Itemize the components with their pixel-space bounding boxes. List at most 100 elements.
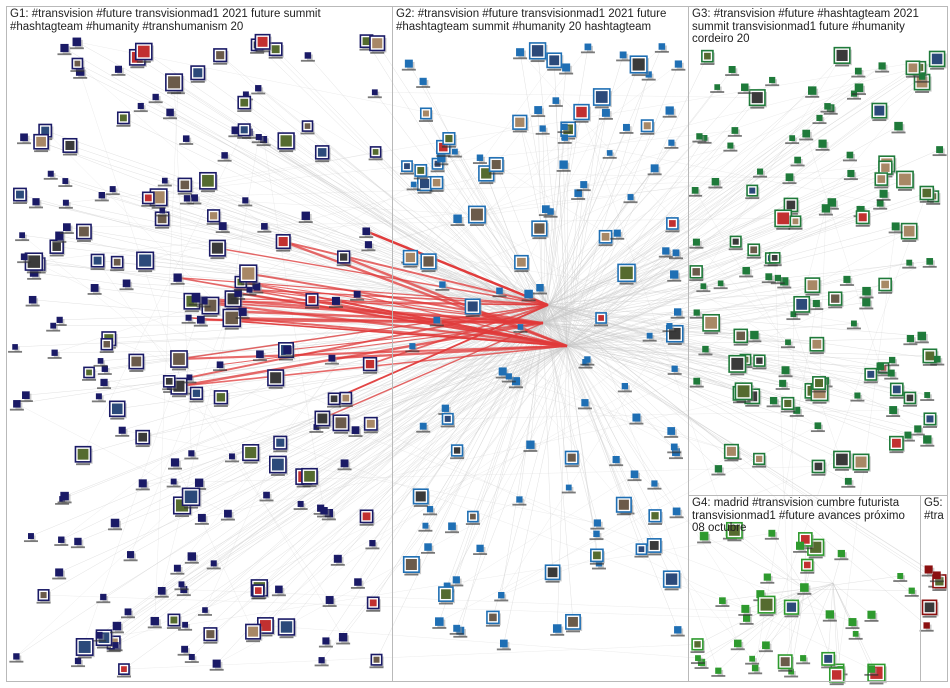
node-avatar [86,369,92,376]
node-avatar [366,419,375,428]
edge-gray [252,312,697,632]
node-g1 [60,491,69,501]
node-label-mark [809,308,824,311]
node-g2 [496,287,503,295]
node-label-mark [157,184,172,187]
edge-red [231,317,544,324]
node-label-mark [550,633,565,636]
node-g3 [741,83,749,91]
node-avatar [405,252,416,263]
node-label-mark [34,150,49,153]
node-label-mark [177,653,192,656]
edge-red [369,304,549,365]
node-label-mark [450,457,465,460]
node-g5 [924,565,933,574]
node-label-mark [897,189,912,191]
node-label-mark [492,295,507,298]
node-avatar [756,455,763,463]
node-g1 [124,608,132,616]
edge-gray [457,218,544,324]
node-label-mark [224,460,239,463]
node-label-mark [932,589,947,591]
edge-gray [547,69,733,306]
edge-red [178,344,568,361]
edge-gray [547,221,796,306]
node-label-mark [829,683,844,686]
node-label-mark [155,214,170,217]
node-avatar [669,220,676,227]
node-g1 [333,554,342,563]
node-label-mark [251,92,266,95]
node-label-mark [370,51,385,54]
node-g1 [191,294,201,303]
node-label-mark [859,307,874,310]
node-avatar [618,499,629,510]
edge-gray [737,588,806,644]
edge-gray [80,71,549,306]
node-label-mark [780,410,795,413]
node-label-mark [12,202,27,205]
node-label-mark [619,132,634,134]
node-label-mark [293,508,308,510]
node-label-mark [69,47,84,50]
node-avatar [242,267,255,280]
node-label-mark [366,609,381,612]
edge-gray [16,46,663,657]
node-label-mark [893,580,908,582]
node-label-mark [786,318,801,321]
node-g2 [606,150,613,156]
edge-gray [76,41,881,204]
node-g1 [100,593,107,601]
node-avatar [432,178,441,187]
node-label-mark [62,153,77,156]
edge-gray [321,345,568,661]
node-label-mark [9,408,24,411]
node-label-mark [184,661,199,663]
edge-gray [65,130,735,203]
node-label-mark [472,162,487,164]
node-avatar [193,68,203,78]
group-box-g2: G2: #transvision #future transvisionmad1… [392,6,689,682]
edge-gray [43,304,549,596]
node-avatar [157,214,167,224]
node-label-mark [36,601,51,604]
node-avatar [704,52,711,60]
edge-gray [244,102,568,347]
node-label-mark [148,101,163,104]
group-box-g5: G5: #tra... [920,495,948,682]
node-g3 [693,309,700,316]
node-label-mark [873,371,888,374]
edge-gray [542,322,755,336]
node-g3 [850,320,857,327]
node-g3 [802,129,811,138]
edge-red [231,316,568,348]
node-g1 [261,223,268,230]
node-label-mark [25,304,40,307]
node-label-mark [708,186,723,189]
edge-red [195,297,544,325]
node-label-mark [330,563,345,566]
edge-gray [542,112,582,324]
node-g1 [181,645,189,653]
edge-red [285,322,544,351]
node-g1 [95,393,102,400]
node-label-mark [834,469,849,471]
node-g3 [742,266,750,275]
node-label-mark [170,572,185,575]
node-label-mark [903,343,918,346]
edge-gray [832,582,841,670]
node-g3 [696,133,703,140]
node-avatar [240,126,248,134]
node-label-mark [449,584,464,587]
node-label-mark [115,434,130,437]
node-avatar [632,58,645,71]
node-g1 [218,222,227,231]
edge-gray [21,235,222,398]
edge-gray [103,322,544,598]
edge-gray [177,46,589,569]
node-label-mark [241,283,256,286]
node-g1 [114,65,123,73]
node-avatar [705,316,717,329]
node-g1 [178,581,185,588]
node-label-mark [417,191,432,194]
